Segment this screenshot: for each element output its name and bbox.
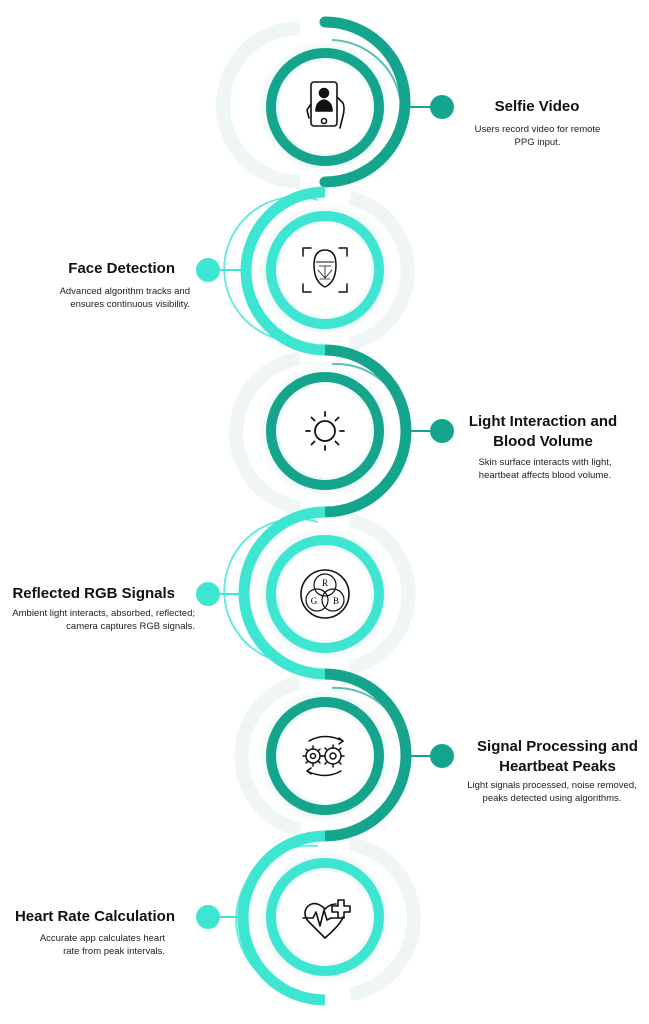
connector-4-5-thin [331, 686, 409, 823]
rgb-venn-icon: R G B [300, 569, 350, 619]
step-2-description: Advanced algorithm tracks and ensures co… [59, 286, 190, 310]
step-3-title: Light Interaction and Blood Volume [468, 413, 618, 450]
step-2-title: Face Detection [68, 260, 175, 277]
venn-label-r: R [322, 578, 328, 588]
step-4-description: Ambient light interacts, absorbed, refle… [12, 608, 195, 632]
step-6-ring [262, 837, 421, 1001]
connector-3-4-thin [223, 517, 319, 661]
step-2-pointer [196, 258, 245, 282]
face-scan-icon [302, 247, 348, 293]
step-5-ring [234, 675, 388, 837]
venn-label-b: B [333, 596, 339, 606]
connector-5-6-thin [235, 844, 319, 989]
connector-1-2-thin [223, 195, 319, 339]
step-1-title: Selfie Video [494, 98, 580, 115]
venn-label-g: G [311, 596, 318, 606]
step-1-description: Users record video for remote PPG input. [474, 124, 601, 148]
step-6-title: Heart Rate Calculation [14, 908, 175, 925]
connector-2-3-thin [331, 362, 409, 499]
step-5-description: Light signals processed, noise removed, … [467, 780, 637, 804]
step-6-pointer [196, 905, 245, 929]
step-1-ring [216, 16, 411, 189]
step-4-pointer [196, 582, 245, 606]
step-4-title: Reflected RGB Signals [12, 585, 175, 602]
heart-pulse-icon [302, 899, 351, 939]
step-3-ring [229, 351, 388, 515]
step-6-description: Accurate app calculates heart rate from … [39, 933, 165, 957]
smartphone-selfie-icon [306, 81, 345, 129]
step-5-pointer [405, 744, 454, 768]
connector-1-2 [240, 186, 326, 356]
step-4-ring [262, 513, 416, 675]
step-5-title: Signal Processing and Heartbeat Peaks [477, 738, 638, 775]
step-3-description: Skin surface interacts with light, heart… [478, 457, 612, 481]
step-1-pointer [405, 95, 454, 119]
gears-cycle-icon [302, 735, 345, 777]
step-3-pointer [405, 419, 454, 443]
sun-icon [305, 411, 345, 451]
